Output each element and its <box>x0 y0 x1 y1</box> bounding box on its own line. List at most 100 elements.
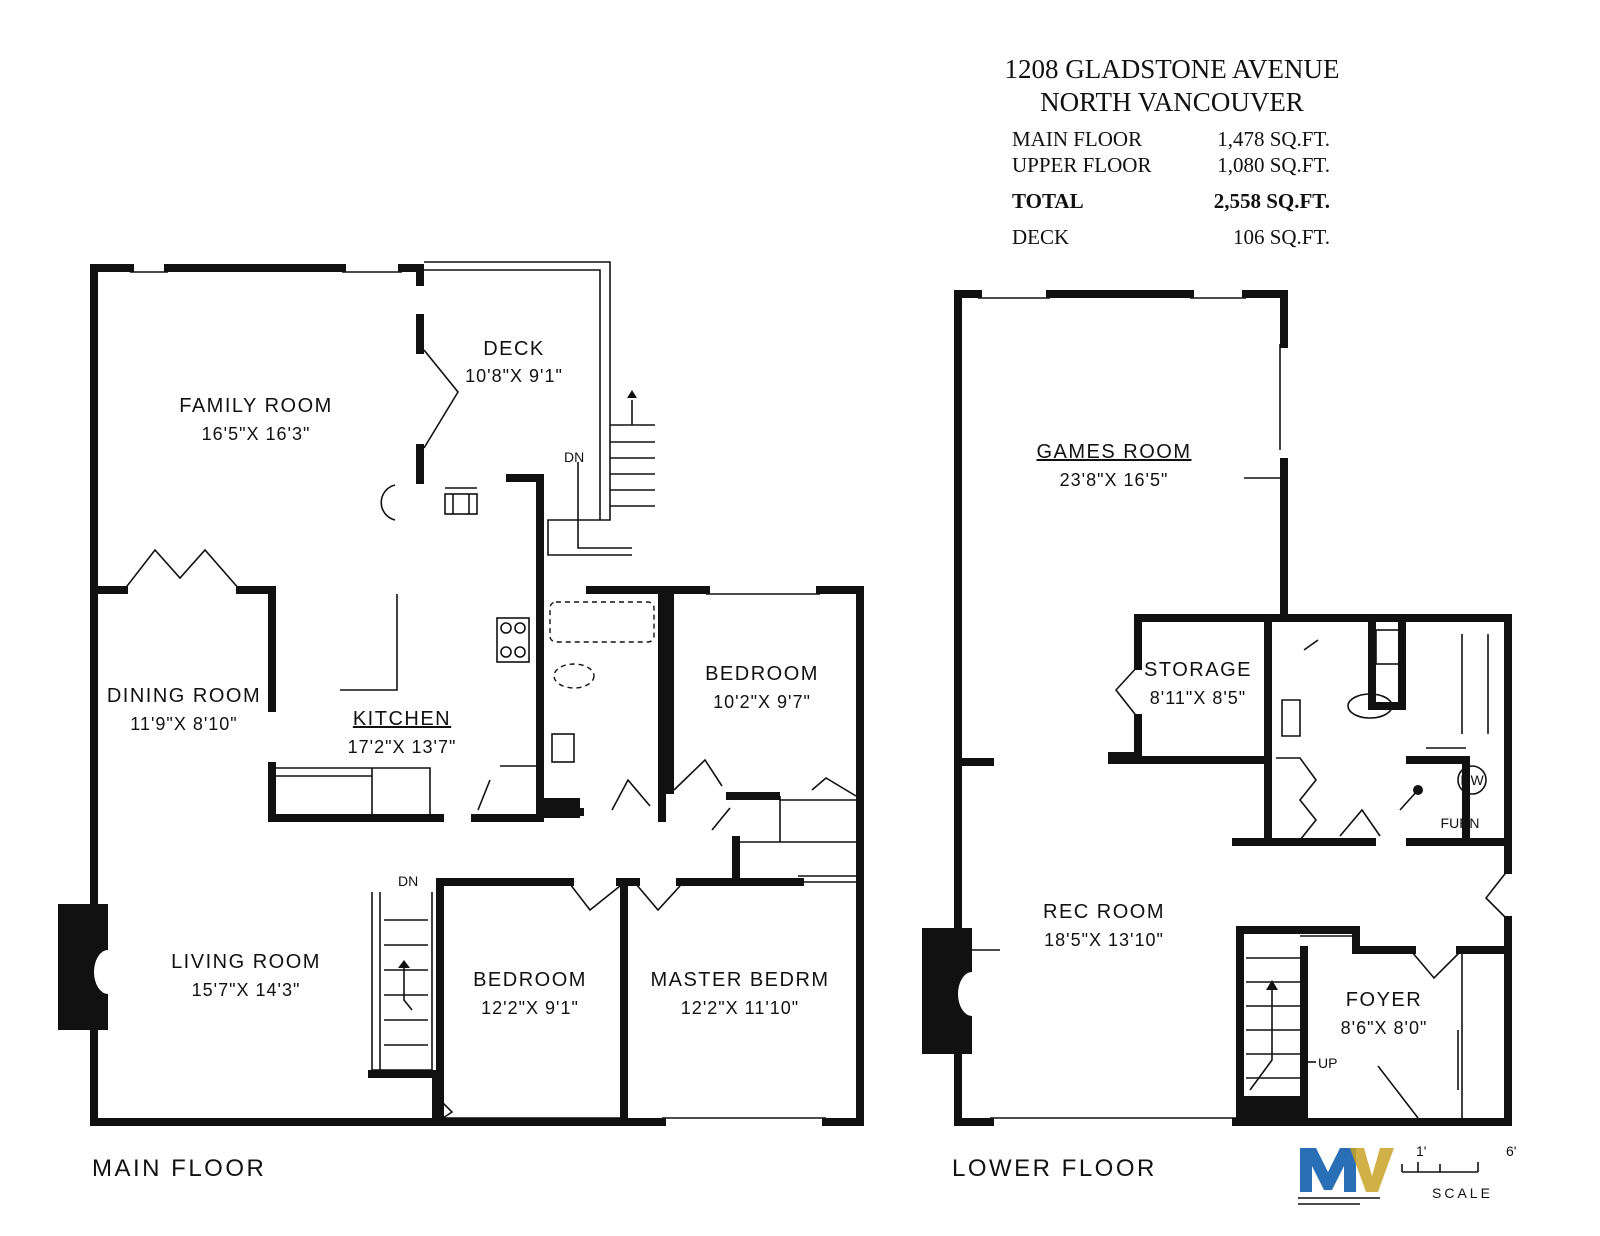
furnace-label: FURN <box>1441 815 1480 831</box>
lower-wall-west <box>954 290 994 1126</box>
lower-stair-up: UP <box>1318 1055 1337 1071</box>
deck-stair-rail <box>577 462 632 549</box>
area-value-main: 1,478 SQ.FT. <box>1217 127 1330 151</box>
dining-bifold-door <box>123 548 241 591</box>
games-room-name: GAMES ROOM <box>1036 441 1191 463</box>
scale-bar: 1' 6' SCALE <box>1401 1143 1516 1201</box>
dining-room-name: DINING ROOM <box>107 685 261 707</box>
kitchen-south-wall <box>268 762 444 822</box>
burner-icon <box>500 622 512 634</box>
lower-stairs <box>1246 957 1316 1091</box>
family-room-name: FAMILY ROOM <box>179 395 333 417</box>
foyer-front-door <box>1377 1065 1419 1119</box>
company-logo <box>1298 1148 1394 1205</box>
scale-start: 1' <box>1416 1143 1426 1159</box>
bedroom1-door <box>673 758 723 791</box>
deck-stair-dn: DN <box>564 449 584 465</box>
kitchen-east-wall <box>471 616 544 822</box>
deck-name: DECK <box>483 338 545 360</box>
family-stove-detail <box>445 487 477 514</box>
burner-icon <box>514 646 526 658</box>
deck-stair-arrow-icon <box>627 390 637 398</box>
lower-sink-icon <box>1375 629 1403 665</box>
scale-ruler <box>1401 1162 1479 1173</box>
deck-stairs <box>577 390 655 549</box>
stair-outline <box>371 892 433 1071</box>
deck-dim: 10'8"X 9'1" <box>465 366 563 386</box>
bathtub-icon <box>549 601 655 643</box>
furnace-room-wall <box>1406 756 1470 846</box>
city-line: NORTH VANCOUVER <box>1040 87 1304 117</box>
area-label-main: MAIN FLOOR <box>1012 127 1142 151</box>
area-value-upper: 1,080 SQ.FT. <box>1217 153 1330 177</box>
storage-door <box>1114 665 1139 719</box>
lower-vanity-icon <box>1281 699 1301 737</box>
deck-outline <box>424 261 632 556</box>
bedroom2-dim: 12'2"X 9'1" <box>481 998 579 1018</box>
utility-door <box>1339 808 1381 837</box>
lower-stair-arrow-line <box>1249 990 1273 1091</box>
lower-wall-north <box>954 290 1288 348</box>
bedroom2-door <box>569 883 621 912</box>
lower-floor-label: LOWER FLOOR <box>952 1155 1157 1182</box>
family-deck-door <box>423 349 459 449</box>
closet-divider <box>779 796 856 842</box>
main-floor-plan: DN <box>58 261 864 1182</box>
area-label-total: TOTAL <box>1012 189 1084 213</box>
rec-fireplace-opening <box>958 972 972 1016</box>
dining-north-wall-2 <box>236 586 276 712</box>
area-label-deck: DECK <box>1012 225 1069 249</box>
stair-arrow-icon <box>398 960 410 968</box>
area-value-total: 2,558 SQ.FT. <box>1214 189 1330 213</box>
furnace-line <box>1399 789 1419 811</box>
games-room-dim: 23'8"X 16'5" <box>1060 470 1169 490</box>
foyer-dim: 8'6"X 8'0" <box>1341 1018 1428 1038</box>
master-door <box>635 883 681 912</box>
east-outer-wall <box>816 586 864 1126</box>
master-closet <box>798 875 856 883</box>
deck-rail <box>424 269 601 520</box>
main-stairs <box>368 892 454 1126</box>
scale-end: 6' <box>1506 1143 1516 1159</box>
kitchen-island <box>340 594 398 691</box>
logo-tagline-lines <box>1298 1197 1380 1205</box>
kitchen-dim: 17'2"X 13'7" <box>348 737 457 757</box>
lower-east-door <box>1484 869 1509 921</box>
main-wall-north-2 <box>398 264 424 286</box>
logo-m-icon <box>1300 1148 1356 1192</box>
address-line: 1208 GLADSTONE AVENUE <box>1004 54 1339 84</box>
bath-chase <box>544 798 580 818</box>
kitchen-pantry-door <box>477 765 540 811</box>
kitchen-counter <box>276 767 431 818</box>
foyer-closet-door <box>1411 951 1461 980</box>
stair-closet-wall <box>368 1070 440 1126</box>
foyer-north-wall <box>1236 926 1416 954</box>
burner-icon <box>514 622 526 634</box>
main-bathroom <box>540 586 710 822</box>
storage-north-wall <box>1134 614 1512 854</box>
burner-icon <box>500 646 512 658</box>
main-stair-dn: DN <box>398 873 418 889</box>
kitchen-range-icon <box>496 617 530 663</box>
games-sliding-door <box>1244 344 1281 479</box>
utility-west-wall <box>1236 614 1272 846</box>
living-room-name: LIVING ROOM <box>171 951 321 973</box>
bath-sink-icon <box>551 733 575 763</box>
family-room-dim: 16'5"X 16'3" <box>202 424 311 444</box>
foyer-closet-line <box>1457 950 1463 1122</box>
storage-walls <box>1108 614 1268 764</box>
main-wall-west <box>90 264 366 1126</box>
scale-label: SCALE <box>1432 1185 1493 1201</box>
bath-door <box>611 778 651 811</box>
plan-header: 1208 GLADSTONE AVENUE NORTH VANCOUVER MA… <box>1004 54 1339 249</box>
lower-shower <box>1461 634 1489 734</box>
storage-dim: 8'11"X 8'5" <box>1150 688 1246 708</box>
bedroom-1-walls <box>666 586 864 1126</box>
stair-treads <box>384 919 428 1046</box>
living-room-dim: 15'7"X 14'3" <box>192 980 301 1000</box>
rec-room-name: REC ROOM <box>1043 901 1165 923</box>
lower-stair-treads <box>1246 957 1300 1079</box>
lower-floor-plan: HW FURN UP GAMES ROOM 23'8"X 1 <box>922 290 1512 1182</box>
master-bedroom-dim: 12'2"X 11'10" <box>681 998 799 1018</box>
